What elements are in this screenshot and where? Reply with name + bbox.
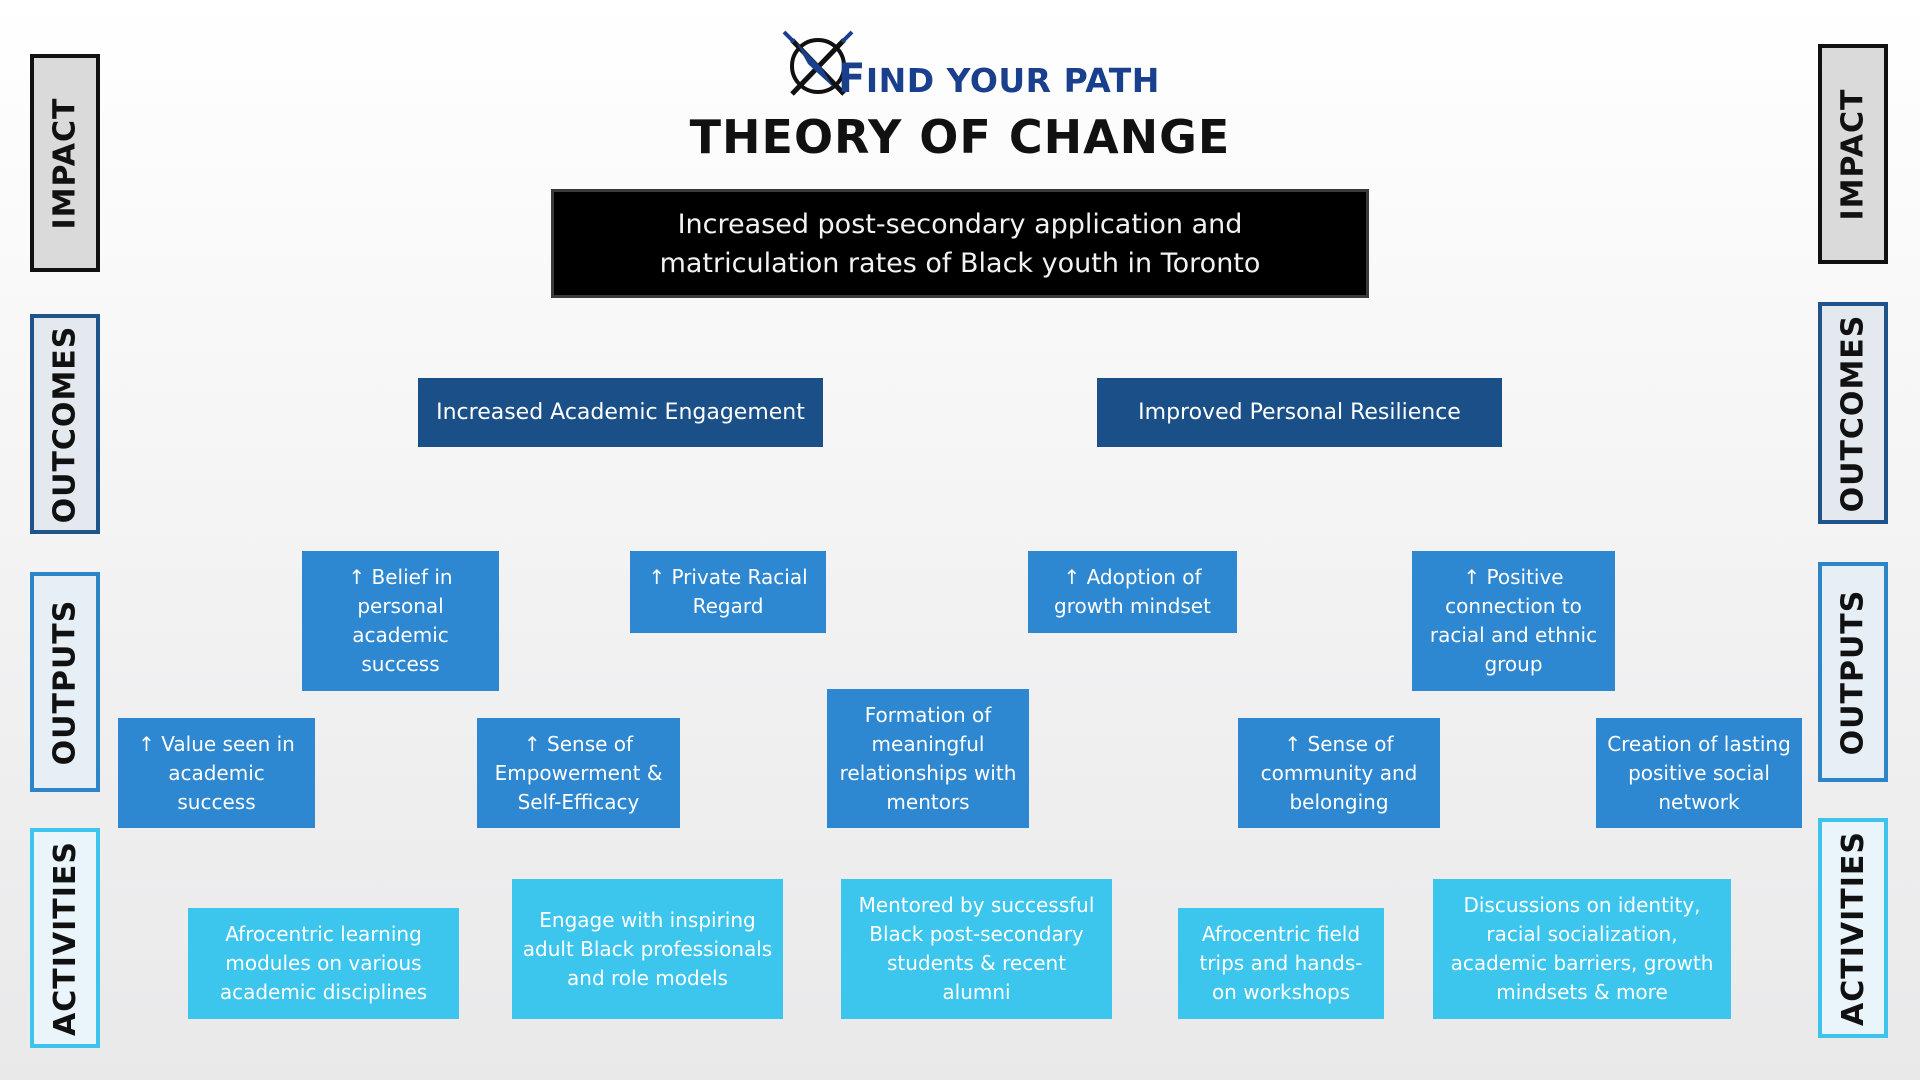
brand-initial: F <box>838 56 866 102</box>
output-box-value-academic-success: ↑ Value seen in academic success <box>118 718 315 828</box>
activity-box-discussions: Discussions on identity, racial socializ… <box>1433 879 1731 1019</box>
output-box-community-belonging: ↑ Sense of community and belonging <box>1238 718 1440 828</box>
impact-line-1: Increased post-secondary application and <box>677 208 1243 240</box>
level-label: OUTCOMES <box>1835 314 1871 512</box>
activity-box-black-professionals: Engage with inspiring adult Black profes… <box>512 879 783 1019</box>
brand-rest: IND YOUR PATH <box>865 61 1160 100</box>
brand-wordmark: FIND YOUR PATH <box>838 56 1160 102</box>
activity-box-mentored-students: Mentored by successful Black post-second… <box>841 879 1112 1019</box>
outcome-box-academic-engagement: Increased Academic Engagement <box>418 378 823 447</box>
output-box-mentor-relationships: Formation of meaningful relationships wi… <box>827 689 1029 828</box>
level-tab-impact-right: IMPACT <box>1818 44 1888 264</box>
level-label: ACTIVITIES <box>1835 830 1871 1026</box>
level-label: OUTPUTS <box>47 599 83 765</box>
level-tab-activities-left: ACTIVITIES <box>30 828 100 1048</box>
output-box-positive-connection: ↑ Positive connection to racial and ethn… <box>1412 551 1615 691</box>
level-tab-outcomes-left: OUTCOMES <box>30 314 100 534</box>
page-title: THEORY OF CHANGE <box>689 110 1231 164</box>
level-label: ACTIVITIES <box>47 840 83 1036</box>
level-tab-outputs-left: OUTPUTS <box>30 572 100 792</box>
output-box-private-racial-regard: ↑ Private Racial Regard <box>630 551 826 633</box>
impact-statement-box: Increased post-secondary application and… <box>551 189 1369 298</box>
outcome-box-personal-resilience: Improved Personal Resilience <box>1097 378 1502 447</box>
output-box-belief-academic-success: ↑ Belief in personal academic success <box>302 551 499 691</box>
output-box-empowerment-self-efficacy: ↑ Sense of Empowerment & Self-Efficacy <box>477 718 680 828</box>
level-label: OUTCOMES <box>47 325 83 523</box>
activity-box-afrocentric-modules: Afrocentric learning modules on various … <box>188 908 459 1019</box>
compass-x-icon <box>782 30 854 96</box>
level-tab-outputs-right: OUTPUTS <box>1818 562 1888 782</box>
level-tab-activities-right: ACTIVITIES <box>1818 818 1888 1038</box>
output-box-growth-mindset: ↑ Adoption of growth mindset <box>1028 551 1237 633</box>
impact-line-2: matriculation rates of Black youth in To… <box>659 247 1261 279</box>
output-box-social-network: Creation of lasting positive social netw… <box>1596 718 1802 828</box>
level-tab-impact-left: IMPACT <box>30 54 100 272</box>
level-tab-outcomes-right: OUTCOMES <box>1818 302 1888 524</box>
activity-box-field-trips: Afrocentric field trips and hands-on wor… <box>1178 908 1384 1019</box>
level-label: OUTPUTS <box>1835 589 1871 755</box>
